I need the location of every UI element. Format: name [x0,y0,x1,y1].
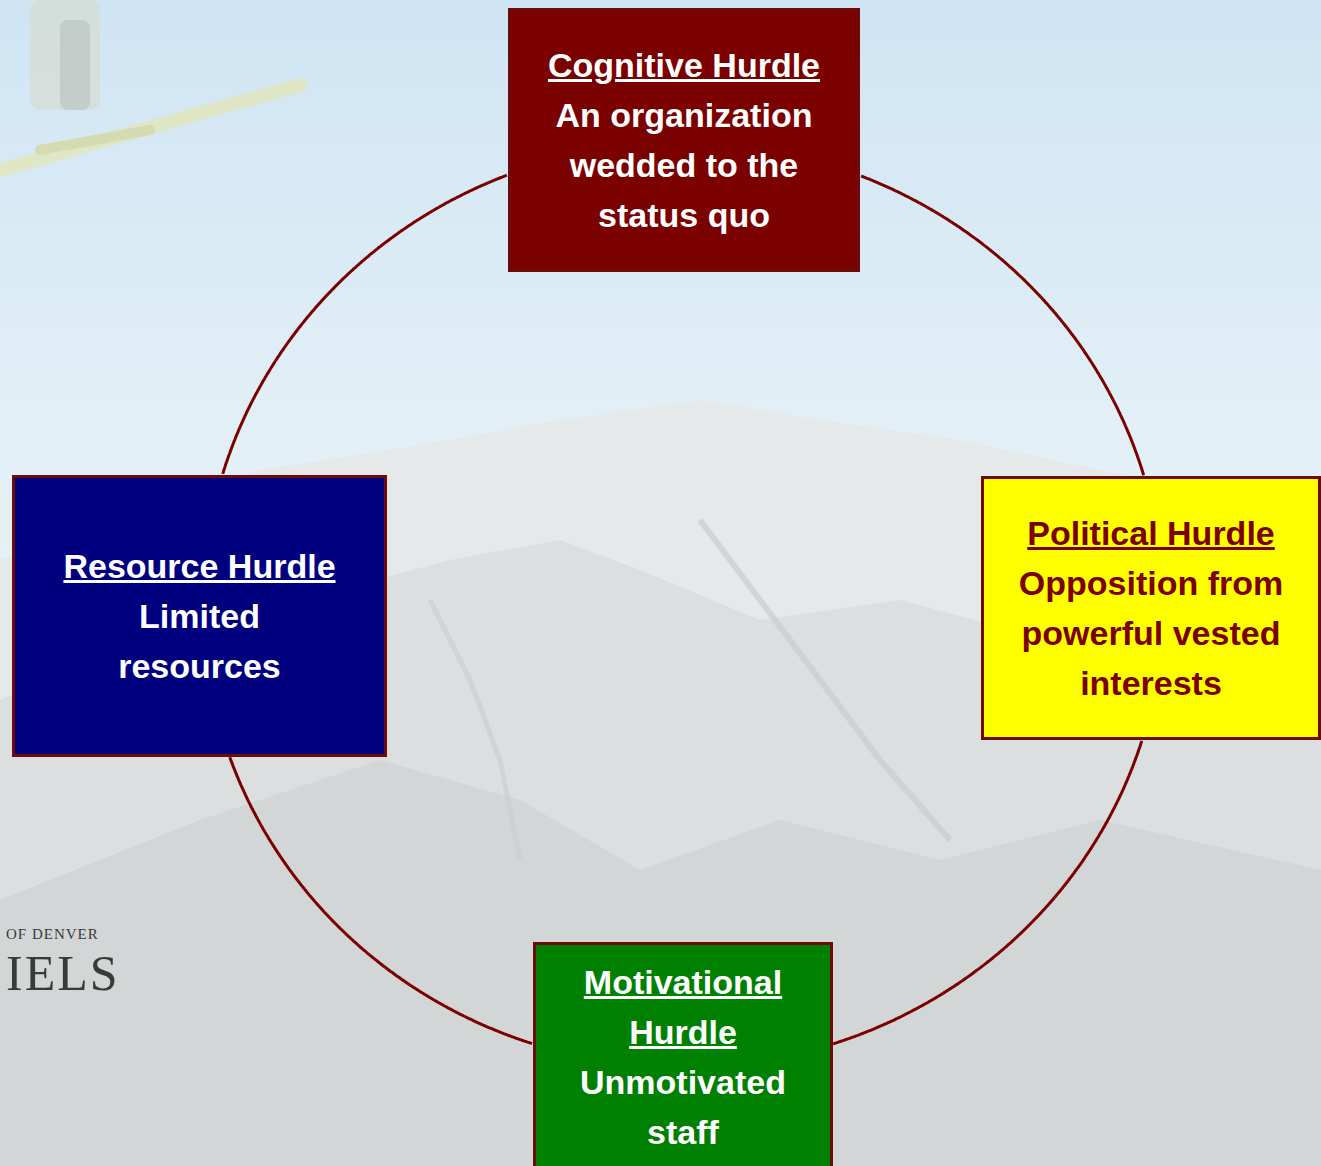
cycle-arc [223,175,507,474]
political-hurdle-box: Political HurdleOpposition from powerful… [981,476,1321,740]
hurdle-heading: Political Hurdle [1027,508,1275,558]
hurdle-description: Limited resources [90,591,310,691]
hurdle-description: Opposition from powerful vested interest… [990,558,1312,708]
resource-hurdle-box: Resource HurdleLimited resources [12,475,387,757]
cycle-arc [833,741,1142,1044]
hurdle-heading: Cognitive Hurdle [548,40,820,90]
cycle-arc [230,757,532,1043]
hurdle-heading: Motivational Hurdle [542,957,824,1057]
cognitive-hurdle-box: Cognitive HurdleAn organization wedded t… [508,8,860,272]
cycle-arc [861,176,1144,475]
hurdle-heading: Resource Hurdle [63,541,335,591]
motivational-hurdle-box: Motivational HurdleUnmotivated staff [533,942,833,1166]
logo-text: IELS [6,944,120,1002]
hurdle-description: Unmotivated staff [542,1057,824,1157]
hurdle-description: An organization wedded to the status quo [517,90,851,240]
logo-text: OF DENVER [6,926,99,943]
